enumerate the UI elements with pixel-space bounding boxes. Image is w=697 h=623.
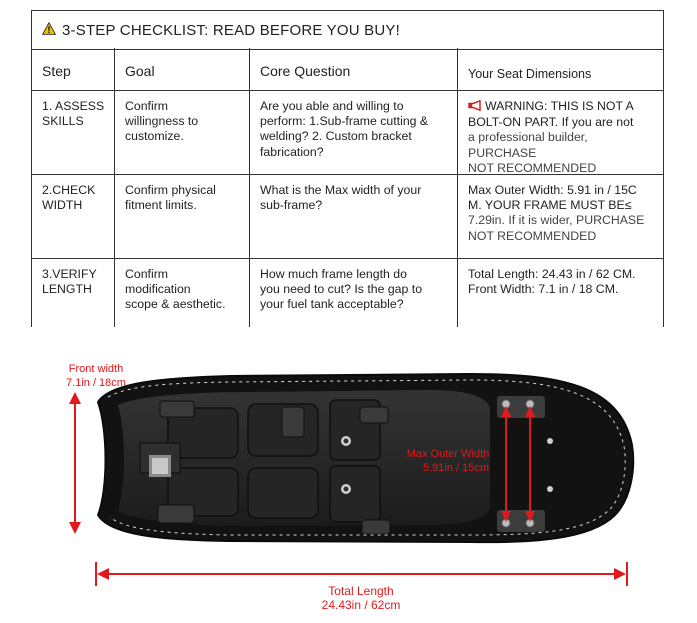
header-core-question: Core Question <box>250 48 458 90</box>
seat-dimension-diagram: Front width 7.1in / 18cm Max Outer Width… <box>0 340 697 618</box>
bolt-holes <box>341 436 553 494</box>
front-width-label: Front width <box>69 363 123 375</box>
table-row: 3.VERIFY LENGTH Confirm modification sco… <box>32 259 663 327</box>
max-outer-width-label: Max Outer Width <box>407 448 490 460</box>
dimensions-cell: Max Outer Width: 5.91 in / 15C M. YOUR F… <box>468 183 645 243</box>
table-header-row: Step Goal Core Question Your Seat Dimens… <box>32 48 663 91</box>
seat-stitching <box>107 379 626 536</box>
dimensions-cell: WARNING: THIS IS NOT A BOLT-ON PART. If … <box>468 99 634 175</box>
step-cell: 3.VERIFY LENGTH <box>32 259 115 327</box>
total-length-value: 24.43in / 62cm <box>322 598 401 612</box>
goal-cell: Confirm physical fitment limits. <box>115 175 250 258</box>
rear-mount-plate-bottom <box>497 510 545 532</box>
total-length-dimension-line <box>95 562 628 586</box>
question-cell: Are you able and willing to perform: 1.S… <box>250 91 458 174</box>
megaphone-icon <box>468 99 483 115</box>
rear-mount-plate-top <box>497 396 545 418</box>
front-latch-bracket <box>139 442 181 477</box>
seat-diagram-svg: Front width 7.1in / 18cm Max Outer Width… <box>66 363 635 612</box>
header-seat-dimensions: Your Seat Dimensions <box>468 67 592 81</box>
question-cell: What is the Max width of your sub-frame? <box>250 175 458 258</box>
warning-triangle-icon <box>41 21 57 39</box>
checklist-table: 3-STEP CHECKLIST: READ BEFORE YOU BUY! S… <box>31 10 664 327</box>
header-goal: Goal <box>115 48 250 90</box>
dimensions-cell: Total Length: 24.43 in / 62 CM. Front Wi… <box>468 267 636 297</box>
step-cell: 2.CHECK WIDTH <box>32 175 115 258</box>
table-row: 1. ASSESS SKILLS Confirm willingness to … <box>32 91 663 175</box>
goal-cell: Confirm willingness to customize. <box>115 91 250 174</box>
question-cell: How much frame length do you need to cut… <box>250 259 458 327</box>
front-width-value: 7.1in / 18cm <box>66 377 126 389</box>
max-outer-width-value: 5.91in / 15cm <box>423 462 489 474</box>
total-length-label: Total Length <box>328 584 393 598</box>
step-cell: 1. ASSESS SKILLS <box>32 91 115 174</box>
table-row: 2.CHECK WIDTH Confirm physical fitment l… <box>32 175 663 259</box>
checklist-grid: Step Goal Core Question Your Seat Dimens… <box>31 48 664 327</box>
seat-brackets <box>157 400 391 535</box>
checklist-title: 3-STEP CHECKLIST: READ BEFORE YOU BUY! <box>62 21 400 39</box>
checklist-title-bar: 3-STEP CHECKLIST: READ BEFORE YOU BUY! <box>31 10 664 50</box>
max-outer-width-dimension-lines <box>501 406 535 522</box>
front-width-dimension-line <box>69 392 81 534</box>
goal-cell: Confirm modification scope & aesthetic. <box>115 259 250 327</box>
header-step: Step <box>32 48 115 90</box>
